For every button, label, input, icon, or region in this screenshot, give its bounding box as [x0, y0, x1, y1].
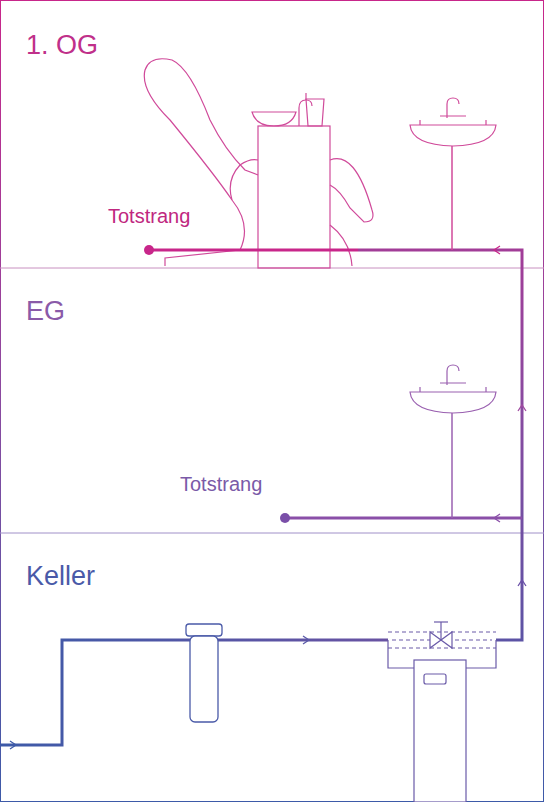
floor-band: Keller — [0, 533, 544, 802]
riser-pipe — [451, 413, 453, 518]
wash-basin — [410, 365, 496, 413]
softener-valve — [388, 622, 496, 802]
riser-pipe — [451, 146, 453, 250]
floor-label: EG — [26, 296, 65, 327]
water-filter — [186, 624, 222, 722]
dead-end-label: Totstrang — [178, 473, 264, 496]
floor-line — [0, 533, 544, 534]
dental-chair — [144, 59, 373, 268]
dead-end-label: Totstrang — [106, 205, 192, 228]
floor-label: 1. OG — [26, 30, 98, 61]
floor-label: Keller — [26, 561, 95, 592]
floor-band: EG — [0, 268, 544, 533]
wash-basin — [410, 98, 496, 146]
floor-band: 1. OG — [0, 0, 544, 268]
dead-end-dot — [144, 245, 154, 255]
dead-end-dot — [280, 513, 290, 523]
